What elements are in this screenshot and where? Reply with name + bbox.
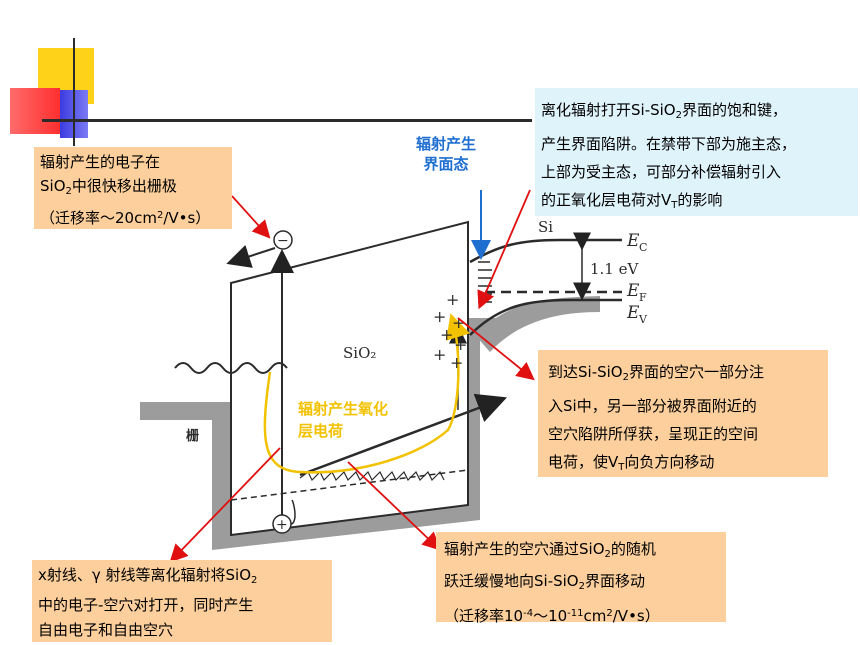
- note-pair-generation: x射线、γ 射线等离化辐射将SiO2 中的电子-空穴对打开，同时产生 自由电子和…: [32, 560, 332, 642]
- svg-text:+: +: [276, 517, 288, 533]
- hole-drift-arrow: [299, 393, 508, 477]
- svg-text:E: E: [626, 231, 640, 251]
- gap-label: 1.1 eV: [590, 260, 640, 278]
- svg-text:+: +: [433, 345, 446, 364]
- note-hole-transport: 辐射产生的空穴通过SiO2的随机 跃迁缓慢地向Si-SiO2界面移动 （迁移率1…: [436, 532, 726, 625]
- svg-text:+: +: [446, 290, 459, 309]
- logo-vertical-line: [73, 38, 75, 146]
- electron-carrier: −: [273, 230, 293, 250]
- logo-red-square: [10, 88, 60, 134]
- hole-hopping-zigzag: [299, 470, 445, 482]
- svg-text:C: C: [639, 241, 647, 254]
- note-hole-trapping: 到达Si-SiO2界面的空穴一部分注 入Si中，另一部分被界面附近的 空穴陷阱所…: [538, 350, 828, 477]
- sio2-region: [230, 220, 469, 537]
- gate-label: 栅: [186, 429, 199, 444]
- svg-text:+: +: [452, 313, 465, 332]
- si-label: Si: [538, 218, 553, 236]
- note-electron-mobility: 辐射产生的电子在 SiO2中很快移出栅极 （迁移率～20cm2/V•s）: [34, 147, 232, 229]
- svg-text:+: +: [454, 335, 467, 354]
- note-interface-traps: 离化辐射打开Si-SiO2界面的饱和键， 产生界面陷阱。在禁带下部为施主态， 上…: [535, 88, 858, 216]
- ec-band: [469, 238, 622, 264]
- sio2-label: SiO₂: [343, 344, 376, 362]
- svg-text:E: E: [626, 303, 640, 323]
- hole-carrier: +: [272, 514, 292, 534]
- ev-band: [469, 298, 622, 336]
- svg-text:+: +: [450, 353, 463, 372]
- svg-text:V: V: [638, 313, 648, 326]
- svg-text:E: E: [626, 281, 640, 301]
- yellow-charge-loop: [263, 313, 470, 474]
- svg-text:−: −: [277, 233, 289, 249]
- trapped-holes: + + + + + + +: [433, 290, 467, 372]
- oxide-charge-label: 辐射产生氧化 层电荷: [298, 400, 389, 440]
- svg-text:+: +: [440, 325, 453, 344]
- header-rule: [42, 119, 532, 122]
- red-pointers: [169, 189, 535, 563]
- radiation-wave: [174, 362, 288, 374]
- svg-text:F: F: [639, 291, 647, 304]
- electron-exit-arrow: [226, 245, 276, 268]
- interface-state-label: 辐射产生 界面态: [415, 135, 476, 173]
- svg-text:+: +: [433, 307, 446, 326]
